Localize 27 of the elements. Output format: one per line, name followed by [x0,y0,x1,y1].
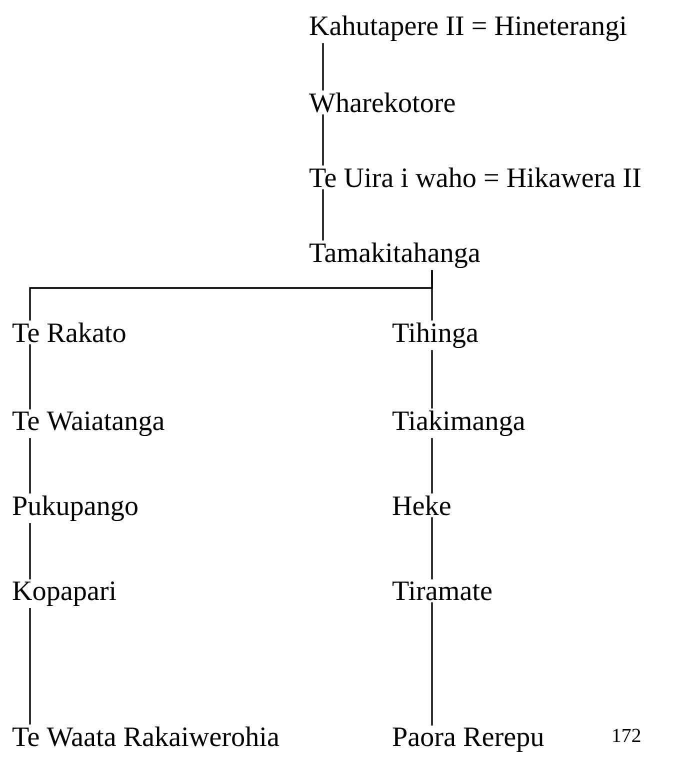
page-number: 172 [613,728,640,742]
descent-line [322,189,324,240]
person-name: Pukupango [12,495,138,522]
person-name: Te Waata Rakaiwerohia [12,726,280,746]
descent-line [322,114,324,166]
person-name: Tamakitahanga [310,242,480,268]
person-name: Tiakimanga [392,410,525,436]
person-name: Kahutapere II = Hineterangi [310,15,626,42]
person-name: Paora Rerepu [392,728,544,752]
descent-line [431,438,433,494]
descent-line [29,438,31,494]
descent-line [322,43,324,90]
person-name: Tiramate [392,581,492,600]
descent-line [29,344,31,410]
person-name: Tihinga [392,322,478,348]
person-name: Heke [392,495,450,516]
person-name: Te Uira i waho = Hikawera II [310,167,640,188]
descent-line [431,270,433,320]
descent-line [29,608,31,724]
descent-line [431,517,433,580]
descent-line [431,350,433,408]
person-name: Te Rakato [12,322,126,342]
descent-line [431,602,433,726]
person-name: Wharekotore [309,92,455,112]
person-name: Te Waiatanga [12,411,164,436]
person-name: Kopapari [12,581,116,606]
descent-line [29,523,31,580]
